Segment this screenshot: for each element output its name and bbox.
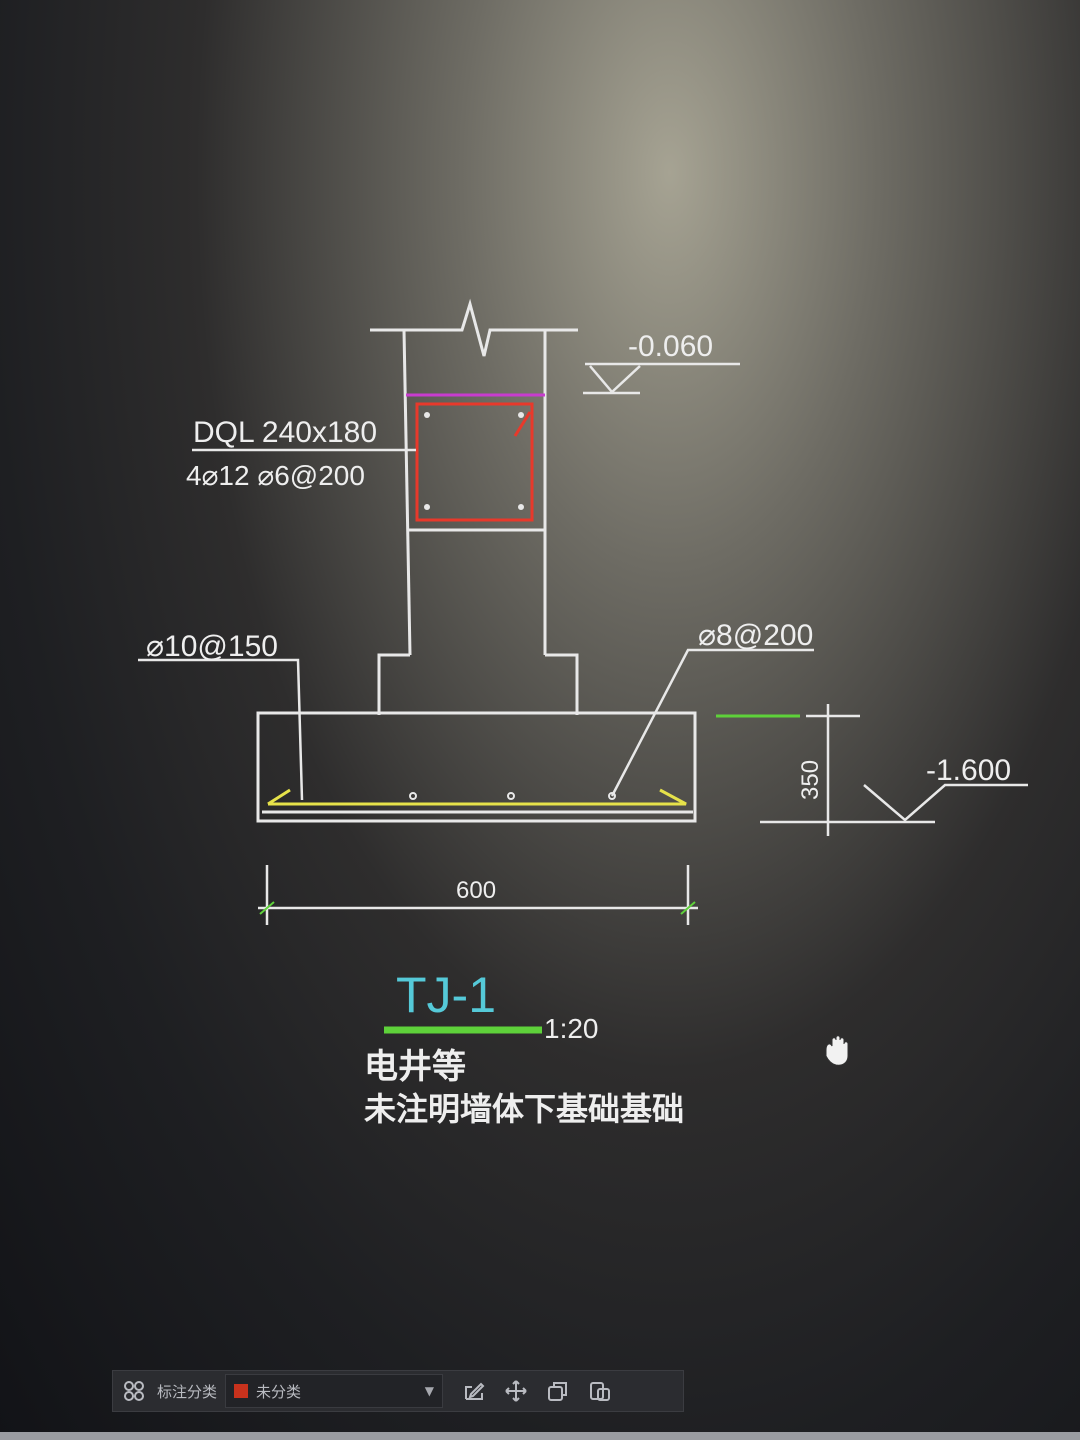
bottom-rebar	[267, 788, 687, 806]
edit-icon[interactable]	[459, 1376, 489, 1406]
category-value: 未分类	[256, 1382, 302, 1401]
category-label: 标注分类	[157, 1382, 218, 1401]
footing-slab	[256, 711, 697, 823]
width-dim-line	[258, 865, 698, 925]
screen-bottom-bezel	[0, 1432, 1080, 1440]
wall-left-edge	[402, 329, 412, 656]
dim-ticks	[259, 901, 696, 915]
height-dim-line	[806, 704, 860, 836]
note-line-2: 未注明墙体下基础基础	[364, 1091, 684, 1127]
beam-rebar-dots	[424, 412, 524, 510]
footing-step	[377, 653, 579, 715]
annotation-toolbar: 标注分类 未分类 ▼	[112, 1370, 684, 1412]
stirrup-hook	[513, 411, 532, 437]
right-rebar-leader	[610, 648, 814, 797]
right-rebar-text: ⌀8@200	[698, 619, 813, 652]
height-dim-text: 350	[797, 760, 824, 800]
paste-icon[interactable]	[585, 1376, 615, 1406]
top-elevation-triangle	[583, 365, 641, 395]
bottom-elevation-triangle	[863, 783, 1028, 822]
hand-cursor-icon	[825, 1035, 849, 1066]
move-icon[interactable]	[501, 1376, 531, 1406]
top-elevation-text: -0.060	[628, 330, 713, 363]
grid-icon[interactable]	[119, 1376, 149, 1406]
chevron-down-icon: ▼	[424, 1384, 435, 1398]
beam-rebar-text: 4⌀12 ⌀6@200	[186, 460, 365, 491]
wall-break-line	[370, 298, 578, 357]
beam-stirrup	[415, 402, 534, 522]
left-rebar-leader	[138, 658, 304, 801]
category-color-swatch	[234, 1384, 249, 1398]
beam-label-text: DQL 240x180	[193, 416, 377, 449]
bottom-elevation-text: -1.600	[926, 754, 1011, 787]
width-dim-text: 600	[456, 877, 496, 904]
category-select[interactable]: 未分类 ▼	[225, 1374, 444, 1408]
drawing-title: TJ-1	[396, 967, 496, 1023]
scale-text: 1:20	[544, 1013, 599, 1044]
left-rebar-text: ⌀10@150	[146, 630, 278, 663]
note-line-1: 电井等	[364, 1048, 466, 1086]
copy-icon[interactable]	[543, 1376, 573, 1406]
distribution-rebar-dots	[409, 792, 616, 800]
